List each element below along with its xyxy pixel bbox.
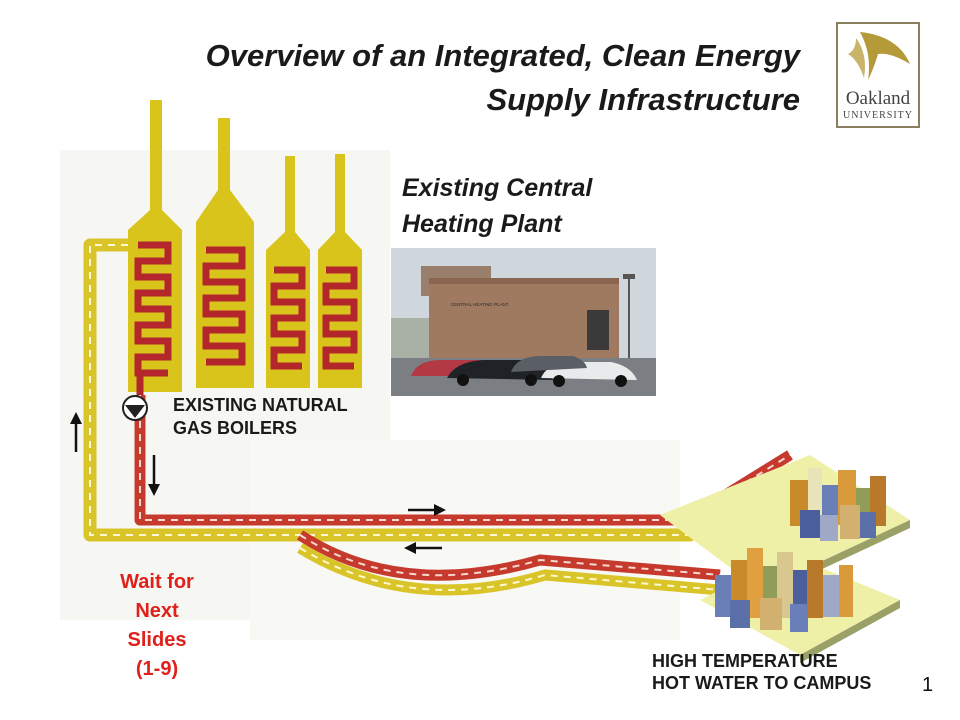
slide-title-line-1: Overview of an Integrated, Clean Energy [205,38,800,73]
heating-plant-photo: CENTRAL HEATING PLANT [391,248,656,396]
boiler-label: EXISTING NATURAL GAS BOILERS [173,394,348,440]
pump-icon [122,395,148,421]
boiler-1 [128,100,182,395]
wait-note: Wait for Next Slides (1-9) [92,568,222,684]
boiler-4-coil [322,266,358,370]
arrow-right-icon [408,504,446,516]
boiler-label-line-1: EXISTING NATURAL [173,395,348,415]
boiler-2 [196,118,254,388]
boiler-label-line-2: GAS BOILERS [173,418,298,438]
wait-note-line-4: (1-9) [135,658,179,680]
slide-title: Overview of an Integrated, Clean Energy … [40,34,800,122]
wait-note-line-1: Wait for [120,571,194,593]
wait-note-line-2: Next [135,600,179,622]
hot-water-label-line-2: HOT WATER TO CAMPUS [652,673,872,693]
arrow-down-icon [148,455,160,496]
sail-logo-icon [848,32,910,80]
logo-name: Oakland [845,88,911,109]
boiler-2-coil [202,246,246,366]
plant-label-line-1: Existing Central [402,174,593,202]
arrow-up-icon [70,412,82,452]
logo-subtitle: UNIVERSITY [843,110,913,121]
boiler-1-coil [134,241,172,377]
return-pipe-dash [89,244,801,536]
wait-note-line-3: Slides [127,629,187,651]
oakland-university-logo: Oakland UNIVERSITY [836,22,920,128]
slide-title-line-2: Supply Infrastructure [486,82,801,117]
campus-buildings-lower [700,548,900,663]
boiler-4 [318,154,362,388]
photo-building-sign: CENTRAL HEATING PLANT [451,302,509,307]
arrow-left-icon [404,542,442,554]
plant-label-line-2: Heating Plant [402,210,562,238]
plant-label: Existing Central Heating Plant [402,170,592,242]
page-number: 1 [922,674,934,696]
boiler-3-coil [270,266,306,370]
hot-water-label-line-1: HIGH TEMPERATURE [652,651,838,671]
hot-water-label: HIGH TEMPERATURE HOT WATER TO CAMPUS [652,650,871,694]
boiler-3 [266,156,310,388]
heating-plant-photo-art: CENTRAL HEATING PLANT [391,248,656,396]
